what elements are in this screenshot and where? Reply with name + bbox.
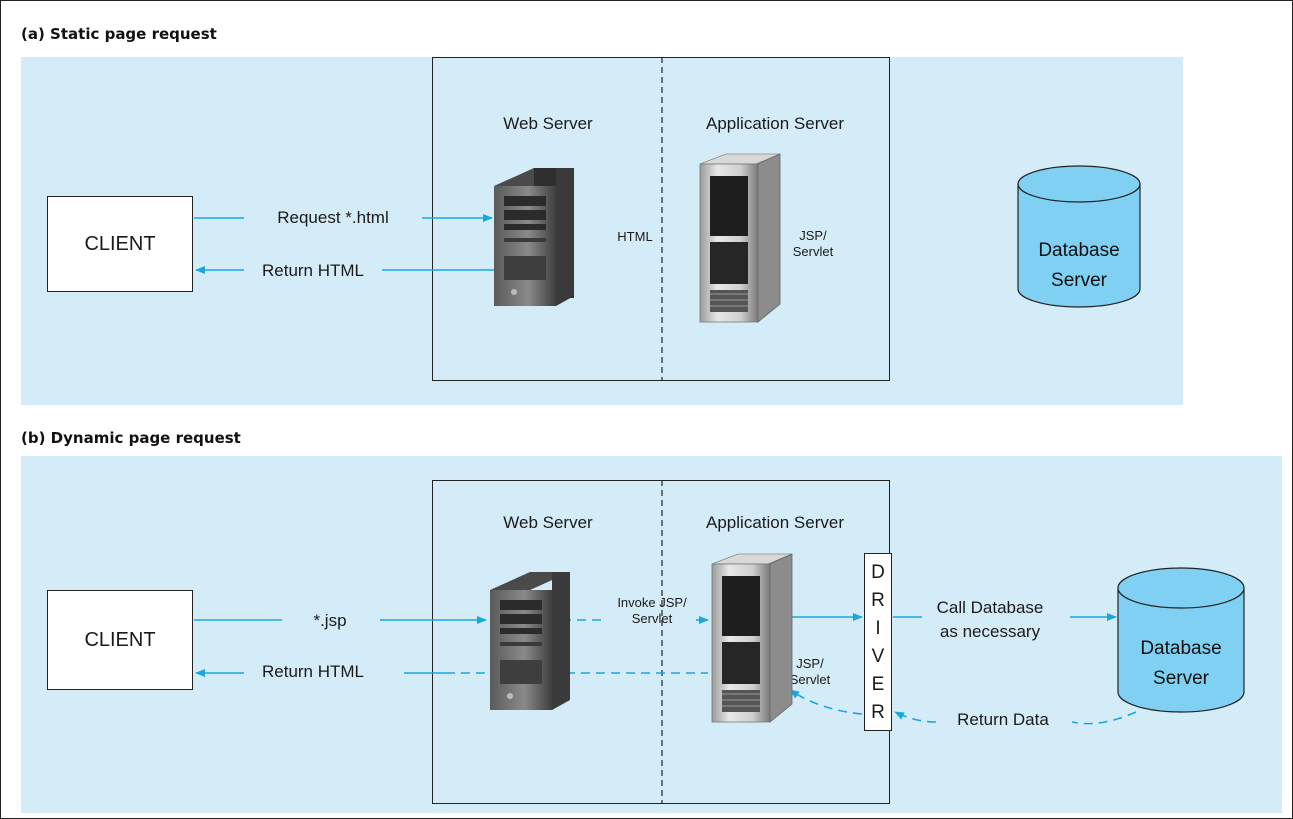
- panel-b-app-server-icon: [711, 553, 793, 723]
- panel-b-client-label: CLIENT: [84, 628, 156, 651]
- panel-a-app-server-label: Application Server: [706, 114, 844, 133]
- panel-a-return-label: Return HTML: [261, 261, 365, 280]
- panel-a-client-box: CLIENT: [47, 196, 193, 292]
- panel-b-request-label: *.jsp: [313, 611, 347, 630]
- panel-a-db-line1: Database: [1038, 240, 1119, 261]
- driver-box: D R I V E R: [864, 553, 892, 731]
- panel-a-title: (a) Static page request: [21, 25, 217, 43]
- panel-b-driver-to-app-arrow: [789, 689, 863, 715]
- panel-b-client-box: CLIENT: [47, 590, 193, 690]
- panel-b-jsp-label: JSP/ Servlet: [780, 656, 840, 688]
- driver-letter: I: [875, 617, 881, 639]
- panel-a-request-label: Request *.html: [277, 208, 389, 227]
- panel-a-app-server-icon: [699, 153, 781, 323]
- panel-b-return-data-label: Return Data: [957, 710, 1049, 729]
- panel-b-web-server-icon: [490, 572, 570, 710]
- driver-letter: R: [871, 589, 885, 611]
- panel-b-database-icon: [1117, 567, 1245, 713]
- driver-letter: D: [871, 561, 885, 583]
- panel-b-db-line2: Server: [1153, 668, 1210, 689]
- panel-b-jsp-line2: Servlet: [789, 672, 831, 687]
- panel-a-web-server-icon: [494, 168, 574, 306]
- panel-a-client-label: CLIENT: [84, 232, 156, 255]
- panel-b-title: (b) Dynamic page request: [21, 429, 241, 447]
- panel-a-server-box: [432, 57, 890, 381]
- panel-b-return-data-arrow-head: [894, 711, 937, 723]
- panel-a-html-label: HTML: [617, 229, 653, 244]
- panel-a-jsp-label: JSP/ Servlet: [783, 228, 843, 260]
- panel-b-call-line2: as necessary: [939, 622, 1041, 641]
- panel-b-return-label: Return HTML: [261, 662, 365, 681]
- panel-a-jsp-line1: JSP/: [799, 228, 827, 243]
- panel-a-db-line2: Server: [1051, 270, 1108, 291]
- panel-b-return-data-arrow: [1071, 711, 1137, 725]
- panel-b-jsp-line1: JSP/: [796, 656, 824, 671]
- panel-b-web-server-label: Web Server: [503, 513, 593, 532]
- driver-letter: R: [871, 701, 885, 723]
- panel-b-db-line1: Database: [1140, 638, 1221, 659]
- panel-b-call-line1: Call Database: [936, 598, 1044, 617]
- panel-a-web-server-label: Web Server: [503, 114, 593, 133]
- panel-a-database-icon: [1017, 165, 1141, 308]
- driver-letter: E: [871, 673, 885, 695]
- panel-a-jsp-line2: Servlet: [792, 244, 834, 259]
- panel-b-background: [21, 456, 1282, 813]
- panel-a-background: [21, 57, 1183, 405]
- driver-letter: V: [871, 645, 885, 667]
- panel-b-invoke-line1: Invoke JSP/: [617, 595, 687, 610]
- panel-b-call-label: Call Database as necessary: [920, 596, 1060, 644]
- panel-b-app-server-label: Application Server: [706, 513, 844, 532]
